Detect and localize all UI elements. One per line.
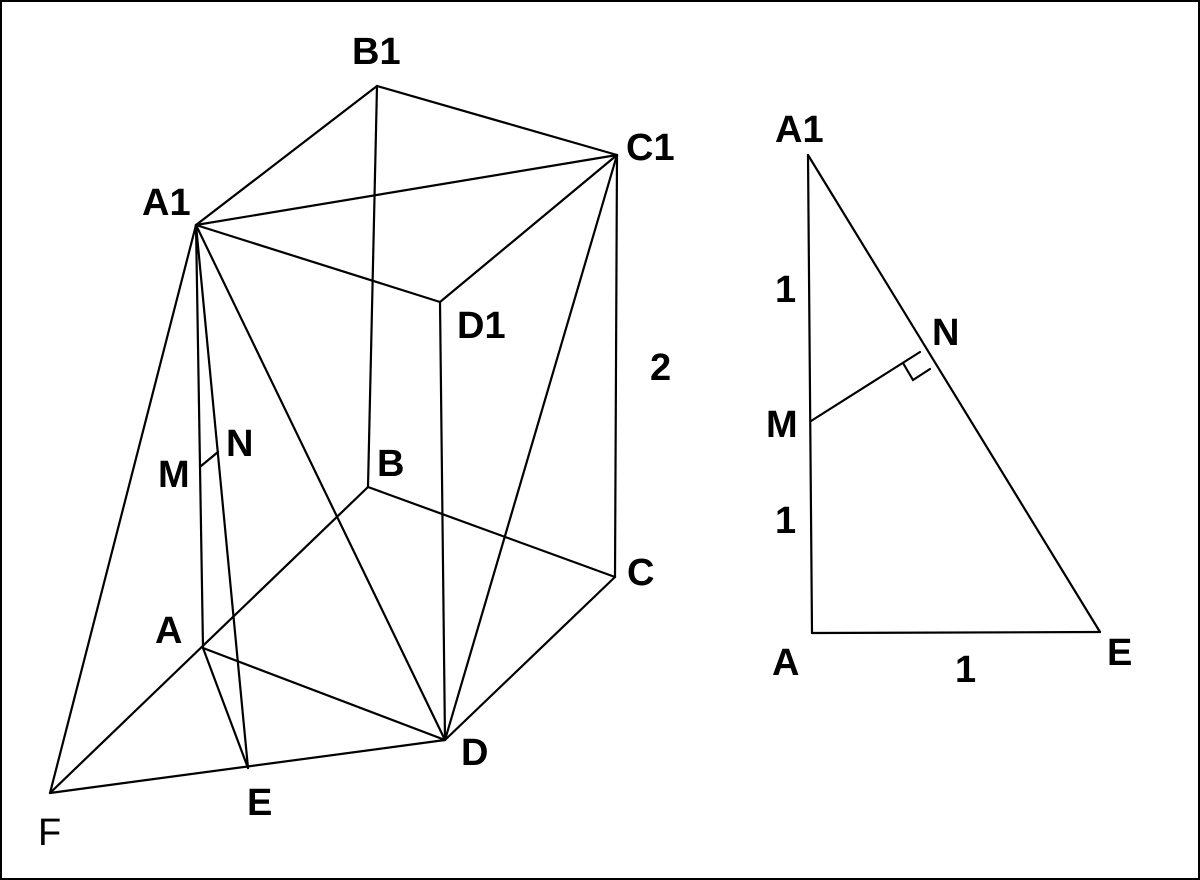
label-d: D [461,732,488,774]
side-a1-e [806,153,1102,634]
label-a1: A1 [775,109,824,151]
edge-a1-b1 [194,84,379,227]
label-e: E [247,782,272,824]
label-ma-length: 1 [775,500,796,542]
label-f: F [38,812,61,854]
edge-c1-c [613,153,619,579]
label-m: M [766,404,798,446]
line-f-b [48,485,370,795]
line-c1-d [443,153,619,742]
edge-a1-d1 [194,223,442,304]
label-a: A [772,642,799,684]
edge-b1-b [366,84,379,489]
triangle-figure: A1 1 N M 1 A 1 E [766,109,1132,691]
label-a1: A1 [142,182,191,224]
segment-m-n [809,350,922,423]
label-c: C [627,552,654,594]
diagonal-a1-c1 [194,153,619,227]
edge-b-c [366,485,617,579]
prism-figure: B1 C1 A1 D1 2 N M B C A D E F [38,31,675,854]
label-a1m-length: 1 [775,269,796,311]
label-c1: C1 [626,127,675,169]
edge-c1-d1 [438,153,619,304]
label-edge-length: 2 [650,347,671,389]
line-a1-d [194,223,447,742]
line-a1-e [194,223,250,770]
right-angle-mark [901,361,932,382]
side-a-e [810,630,1102,635]
edge-a1-a [194,223,205,650]
edge-c-d [443,575,617,742]
label-ae-length: 1 [955,649,976,691]
line-a1-f [48,223,198,795]
edge-d1-d [438,300,447,742]
label-b1: B1 [352,31,401,73]
label-e: E [1107,632,1132,674]
side-a1-a [806,153,814,635]
label-n: N [226,423,253,465]
label-a: A [155,610,182,652]
edge-b1-c1 [375,84,619,157]
label-b: B [377,443,404,485]
label-n: N [932,312,959,354]
edge-a-d [201,646,447,742]
line-a-e [201,646,250,770]
segment-m-n [199,450,220,468]
label-d1: D1 [457,305,506,347]
label-m: M [158,454,190,496]
